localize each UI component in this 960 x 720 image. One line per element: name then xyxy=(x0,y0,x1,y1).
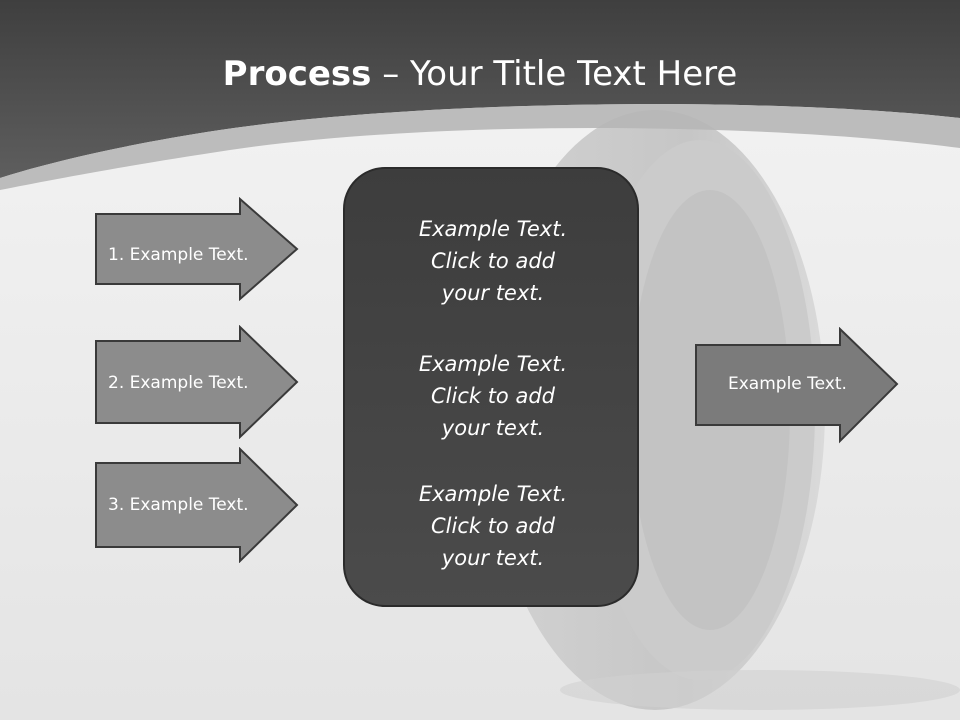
center-text-line: your text. xyxy=(441,281,545,305)
title-bold: Process xyxy=(222,54,372,94)
left-arrow-2[interactable]: 2. Example Text. xyxy=(94,325,300,439)
arrow-label: Example Text. xyxy=(728,374,847,394)
center-text-line: your text. xyxy=(441,416,545,440)
center-text-box[interactable]: Example Text. Click to add your text. Ex… xyxy=(343,167,639,607)
center-text-line: Click to add xyxy=(430,514,555,538)
center-text-line: Example Text. xyxy=(418,217,568,241)
arrow-label: 1. Example Text. xyxy=(108,245,249,265)
left-arrow-1[interactable]: 1. Example Text. xyxy=(94,197,300,301)
center-text-block-2[interactable]: Example Text. Click to add your text. xyxy=(345,348,641,444)
title-separator: – xyxy=(371,54,411,94)
arrow-right-icon xyxy=(95,325,299,439)
arrow-right-icon xyxy=(695,327,899,444)
arrow-label: 3. Example Text. xyxy=(108,495,249,515)
right-arrow[interactable]: Example Text. xyxy=(694,327,900,445)
center-text-block-3[interactable]: Example Text. Click to add your text. xyxy=(345,478,641,574)
slide-title[interactable]: Process – Your Title Text Here xyxy=(0,52,960,96)
arrow-label: 2. Example Text. xyxy=(108,373,249,393)
center-text-line: Example Text. xyxy=(418,352,568,376)
arrow-right-icon xyxy=(95,197,299,301)
center-text-line: Click to add xyxy=(430,249,555,273)
center-text-line: Example Text. xyxy=(418,482,568,506)
left-arrow-3[interactable]: 3. Example Text. xyxy=(94,447,300,563)
center-text-line: Click to add xyxy=(430,384,555,408)
arrow-right-icon xyxy=(95,447,299,563)
center-text-block-1[interactable]: Example Text. Click to add your text. xyxy=(345,213,641,309)
title-text: Your Title Text Here xyxy=(410,54,738,94)
center-text-line: your text. xyxy=(441,546,545,570)
